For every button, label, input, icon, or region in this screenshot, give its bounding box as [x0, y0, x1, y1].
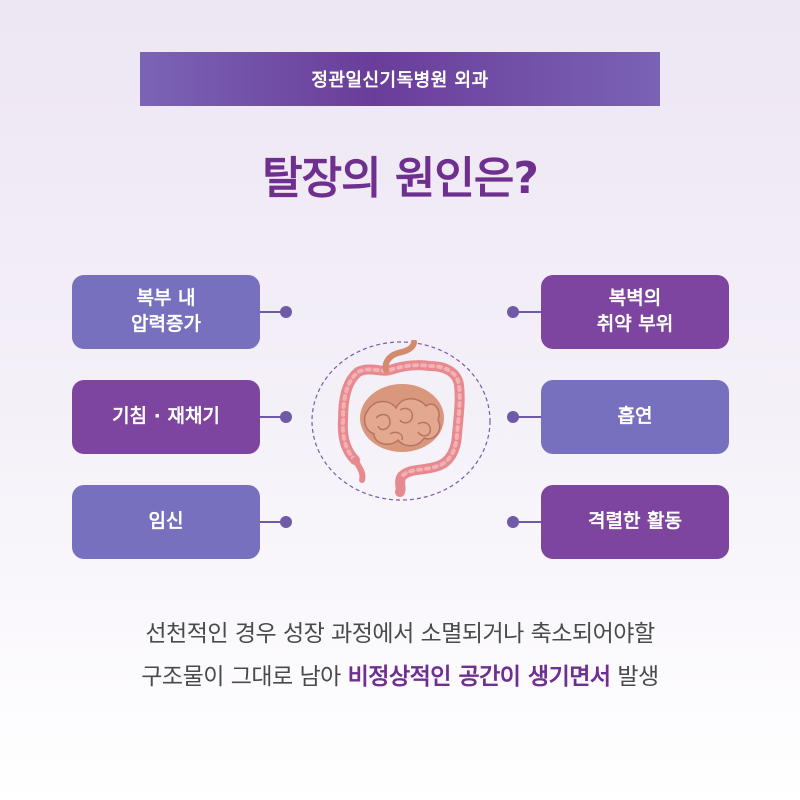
cause-box-weak-abdominal-wall: 복벽의 취약 부위	[541, 275, 729, 349]
page-title: 탈장의 원인은?	[262, 153, 539, 204]
connector-line	[516, 311, 541, 313]
cause-label: 기침 · 재채기	[112, 405, 220, 428]
description-highlight: 비정상적인 공간이 생기면서	[347, 664, 611, 690]
description-line-1: 선천적인 경우 성장 과정에서 소멸되거나 축소되어야할	[145, 621, 655, 647]
connector-dot	[280, 516, 292, 528]
cause-label: 복벽의 취약 부위	[596, 287, 674, 335]
cause-box-strenuous-activity: 격렬한 활동	[541, 485, 729, 559]
description-line-2: 구조물이 그대로 남아 비정상적인 공간이 생기면서 발생	[0, 657, 800, 691]
cause-box-pregnancy: 임신	[72, 485, 260, 559]
connector-dot	[507, 411, 519, 423]
cause-label: 격렬한 활동	[587, 510, 682, 533]
connector-line	[260, 416, 284, 418]
cause-label: 임신	[148, 510, 184, 533]
intestine-illustration	[311, 340, 491, 501]
banner-text: 정관일신기독병원 외과	[311, 70, 489, 91]
connector-dot	[507, 306, 519, 318]
cause-box-cough-sneeze: 기침 · 재채기	[72, 380, 260, 454]
connector-line	[260, 311, 284, 313]
cause-box-abdominal-pressure: 복부 내 압력증가	[72, 275, 260, 349]
cause-label: 흡연	[617, 405, 653, 428]
connector-dot	[507, 516, 519, 528]
connector-dot	[280, 411, 292, 423]
connector-dot	[280, 306, 292, 318]
connector-line	[260, 521, 284, 523]
connector-line	[516, 416, 541, 418]
description-text: 발생	[610, 664, 659, 690]
description-text: 구조물이 그대로 남아	[141, 664, 348, 690]
cause-box-smoking: 흡연	[541, 380, 729, 454]
hospital-banner: 정관일신기독병원 외과	[140, 52, 660, 106]
intestine-icon	[337, 340, 465, 497]
dashed-circle	[311, 341, 491, 501]
cause-label: 복부 내 압력증가	[131, 287, 201, 335]
connector-line	[516, 521, 541, 523]
